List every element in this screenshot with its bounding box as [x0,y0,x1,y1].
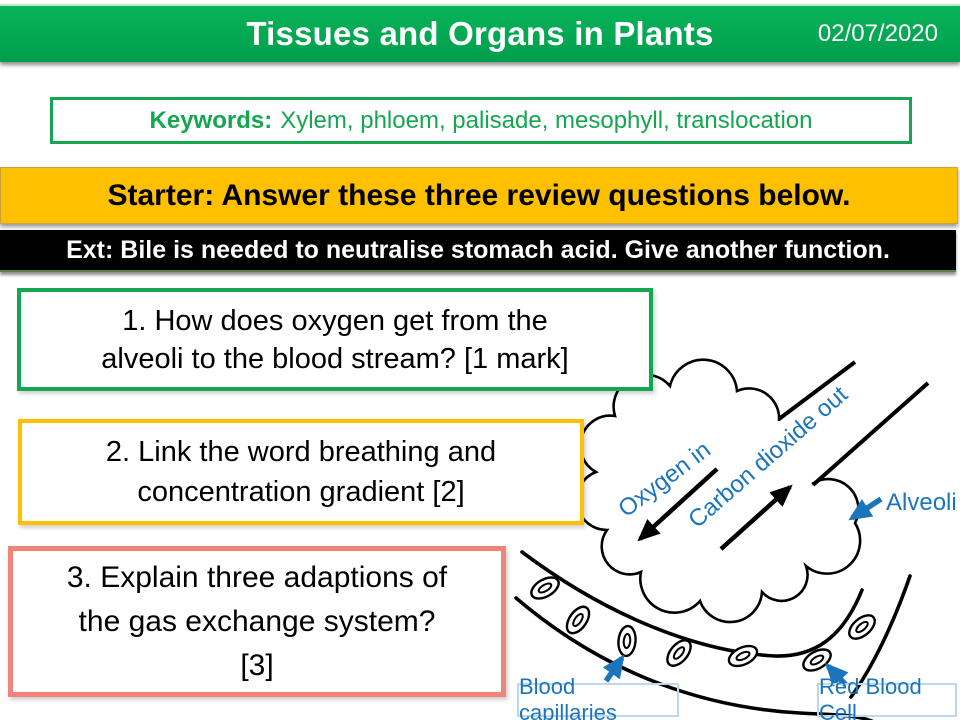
red-blood-cell-6 [802,648,832,672]
alveolus-cloud-shape [575,358,862,624]
red-blood-cell-7 [848,614,876,640]
starter-text: Starter: Answer these three review quest… [107,178,851,212]
red-blood-cell-3 [617,624,637,658]
question-1-line-1: 1. How does oxygen get from the [122,304,548,337]
red-blood-cell-text: Red Blood Cell [819,674,922,720]
question-3-line-2: the gas exchange system? [78,604,436,638]
capillary-right-wall [849,574,912,699]
alveoli-label: Alveoli [886,489,957,516]
extension-text: Ext: Bile is needed to neutralise stomac… [66,235,890,264]
question-3-box: 3. Explain three adaptions of the gas ex… [8,546,506,697]
keywords-list: Xylem, phloem, palisade, mesophyll, tran… [280,106,813,134]
blood-capillaries-label: Blood capillaries [517,674,679,720]
question-2-line-1: 2. Link the word breathing and [105,436,497,468]
alveoli-pointer-arrow [848,496,883,521]
header-bar: Tissues and Organs in Plants 02/07/2020 [0,4,960,62]
red-blood-cell-1 [530,576,560,600]
question-1-line-2: alveoli to the blood stream? [1 mark] [101,342,569,375]
page-title: Tissues and Organs in Plants [246,15,714,52]
starter-banner: Starter: Answer these three review quest… [0,167,958,224]
airway-line-right [811,381,930,487]
oxygen-in-arrow [637,467,719,542]
red-blood-cell-label: Red Blood Cell [817,674,957,720]
keywords-label: Keywords: [149,106,273,134]
date-label: 02/07/2020 [817,20,938,47]
question-3-line-1: 3. Explain three adaptions of [66,560,448,594]
question-2-box: 2. Link the word breathing and concentra… [18,419,584,525]
carbon-dioxide-out-arrow [719,484,793,551]
question-2-line-2: concentration gradient [2] [137,476,465,508]
question-1-box: 1. How does oxygen get from the alveoli … [17,288,653,391]
red-blood-cell-4 [666,639,692,667]
blood-capillaries-pointer-arrow [602,654,625,683]
airway-line-left [777,360,857,421]
question-3-line-3: [3] [240,648,274,682]
extension-banner: Ext: Bile is needed to neutralise stomac… [0,230,956,272]
red-blood-cell-2 [565,605,591,635]
red-blood-cell-5 [727,644,759,668]
blood-capillaries-text: Blood capillaries [519,674,617,720]
keywords-box: Keywords: Xylem, phloem, palisade, mesop… [50,97,912,144]
red-blood-cell-pointer-arrow [824,662,849,687]
